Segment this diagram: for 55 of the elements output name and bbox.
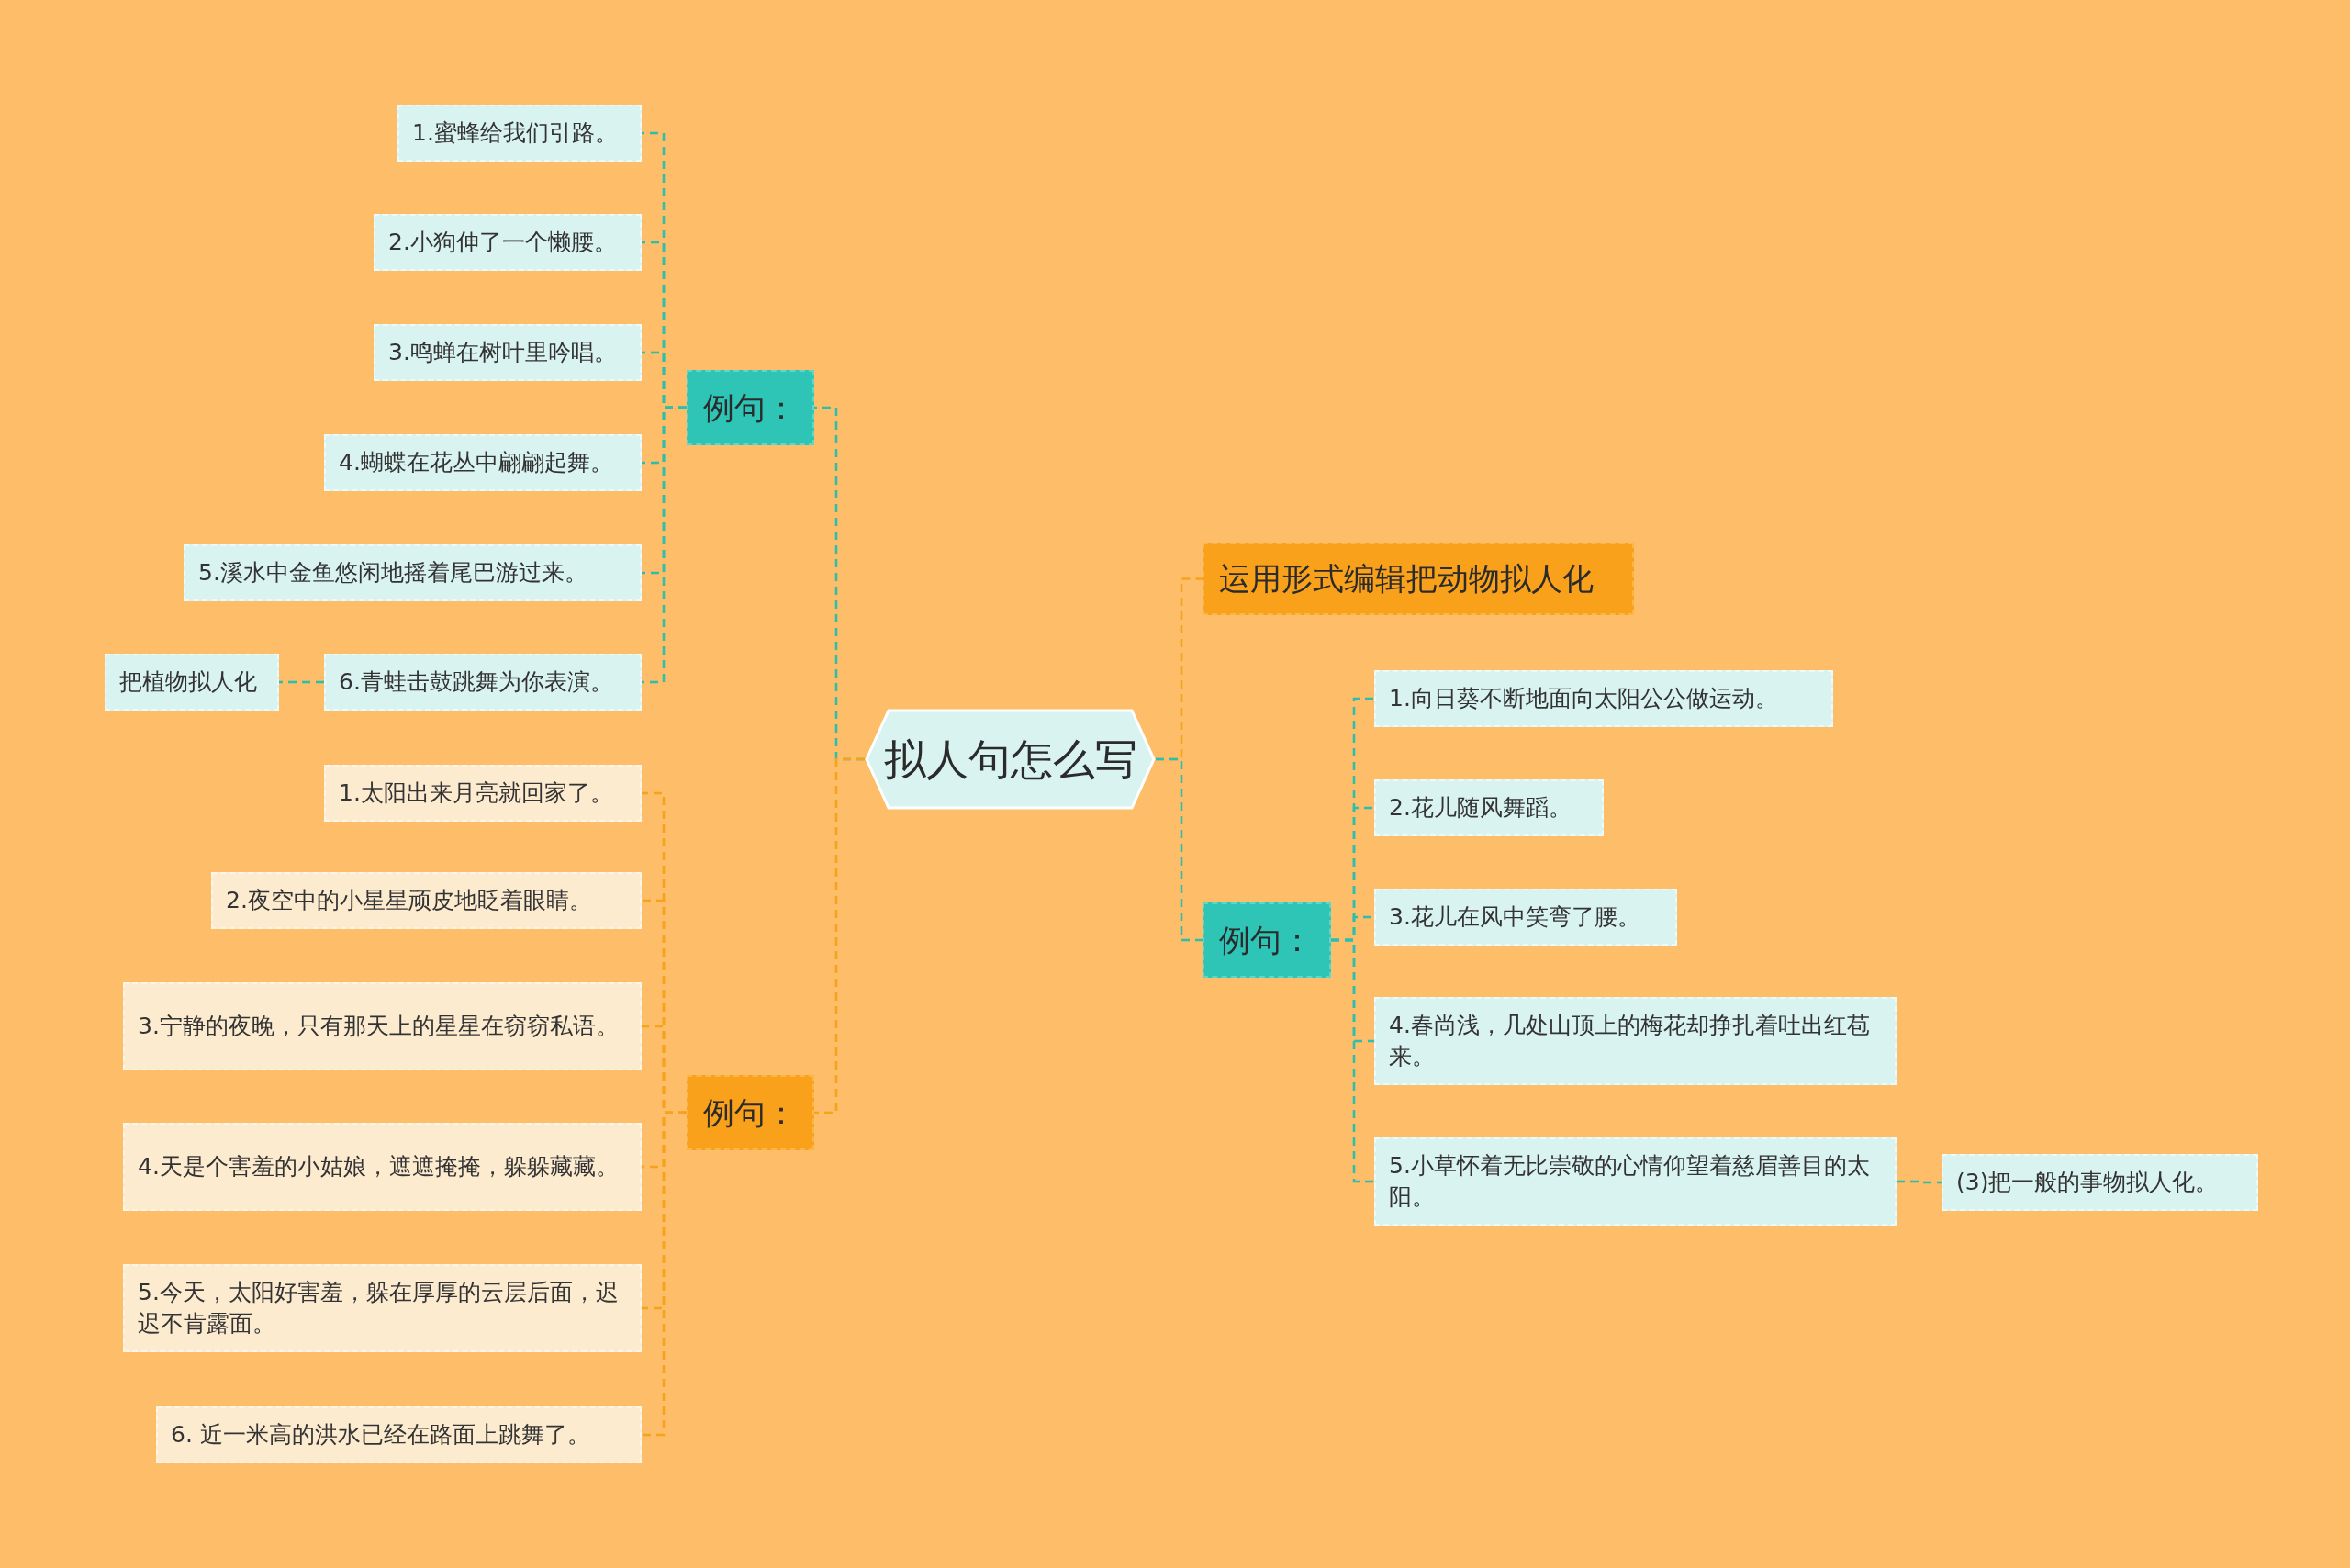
leaf-box — [374, 214, 642, 271]
leaf-box — [324, 654, 642, 711]
leaf-box — [1942, 1154, 2258, 1211]
leaf-box — [1374, 997, 1897, 1085]
node-text: 例句： — [703, 387, 797, 428]
node-text: 例句： — [1219, 920, 1313, 960]
node-text: 5.小草怀着无比崇敬的心情仰望着慈眉善目的太阳。 — [1389, 1151, 1871, 1212]
node-text: 6.青蛙击鼓跳舞为你表演。 — [339, 667, 613, 698]
node-text: 运用形式编辑把动物拟人化 — [1219, 559, 1594, 599]
node-text: 例句： — [703, 1092, 797, 1133]
leaf-box — [324, 434, 642, 491]
node-text: 5.溪水中金鱼悠闲地摇着尾巴游过来。 — [198, 558, 588, 588]
connector-line — [814, 757, 865, 1114]
branch-box — [687, 1075, 814, 1150]
connector-line — [1156, 757, 1203, 942]
leaf-box — [123, 982, 642, 1070]
leaf-box — [211, 872, 642, 929]
node-text: 1.蜜蜂给我们引路。 — [412, 118, 618, 149]
leaf-box — [1374, 670, 1833, 727]
node-text: 6. 近一米高的洪水已经在路面上跳舞了。 — [171, 1420, 590, 1450]
branch-box — [1203, 543, 1634, 615]
leaf-box — [1374, 779, 1604, 836]
central-topic-hexagon — [865, 709, 1156, 810]
connector-line — [642, 406, 687, 684]
leaf-box — [1374, 889, 1677, 946]
leaf-box — [397, 105, 642, 162]
node-text: 4.蝴蝶在花丛中翩翩起舞。 — [339, 448, 613, 478]
node-text: 2.小狗伸了一个懒腰。 — [388, 228, 617, 258]
node-text: 5.今天，太阳好害羞，躲在厚厚的云层后面，迟迟不肯露面。 — [138, 1278, 620, 1338]
node-text: 3.花儿在风中笑弯了腰。 — [1389, 902, 1640, 933]
node-text: 1.太阳出来月亮就回家了。 — [339, 778, 613, 809]
node-text: 拟人句怎么写 — [883, 733, 1137, 786]
node-text: 1.向日葵不断地面向太阳公公做运动。 — [1389, 684, 1778, 714]
connector-line — [1897, 1180, 1942, 1184]
node-text: 2.夜空中的小星星顽皮地眨着眼睛。 — [226, 886, 592, 916]
connector-line — [1331, 938, 1374, 1183]
leaf-box — [374, 324, 642, 381]
node-text: 2.花儿随风舞蹈。 — [1389, 793, 1572, 823]
node-text: 4.春尚浅，几处山顶上的梅花却挣扎着吐出红苞来。 — [1389, 1011, 1871, 1071]
node-text: 3.宁静的夜晚，只有那天上的星星在窃窃私语。 — [138, 1012, 619, 1042]
node-text: 把植物拟人化 — [119, 667, 257, 698]
connector-line — [642, 1111, 687, 1437]
branch-box — [687, 370, 814, 445]
connector-line — [279, 680, 324, 684]
leaf-box — [123, 1123, 642, 1211]
node-text: 4.天是个害羞的小姑娘，遮遮掩掩，躲躲藏藏。 — [138, 1152, 619, 1182]
leaf-box — [123, 1264, 642, 1352]
branch-box — [1203, 902, 1331, 978]
leaf-box — [1374, 1137, 1897, 1226]
leaf-box — [324, 765, 642, 822]
leaf-box — [184, 544, 642, 601]
node-text: 3.鸣蝉在树叶里吟唱。 — [388, 338, 617, 368]
leaf-box — [105, 654, 279, 711]
node-text: (3)把一般的事物拟人化。 — [1956, 1168, 2219, 1198]
leaf-box — [156, 1406, 642, 1463]
